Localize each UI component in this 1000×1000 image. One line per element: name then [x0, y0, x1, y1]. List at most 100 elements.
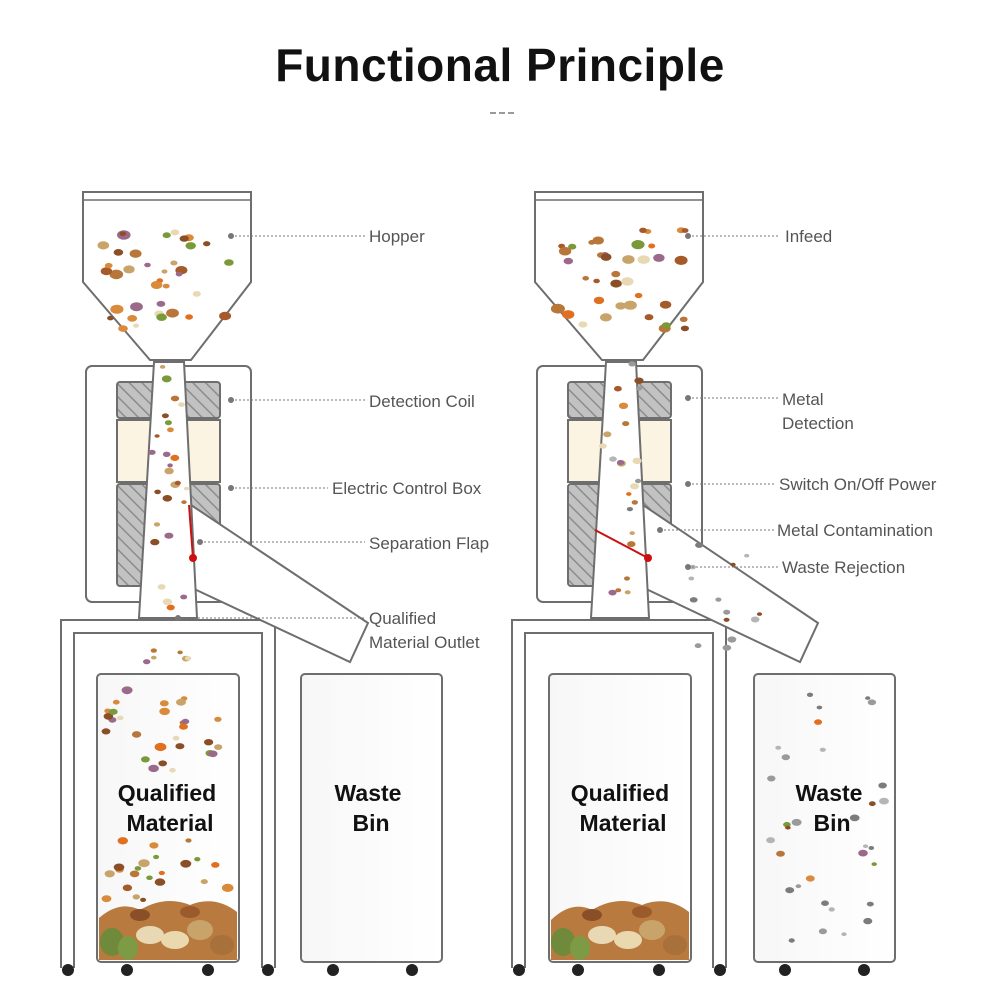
nut-particle [568, 243, 577, 250]
label-control-box: Electric Control Box [332, 479, 482, 498]
nut-particle [110, 304, 124, 314]
nut-particle [599, 443, 607, 449]
nut-particle [588, 240, 596, 245]
contaminant-particle [722, 644, 732, 651]
nut-particle [158, 760, 167, 767]
label-outlet-line2: Material Outlet [369, 633, 480, 652]
drop-tube [137, 361, 199, 619]
wheels [62, 964, 418, 976]
left-qualified-line2: Material [127, 810, 214, 836]
nut-particle [140, 897, 147, 903]
right-waste-line2: Bin [813, 810, 850, 836]
nut-particle [164, 532, 174, 539]
nut-particle [661, 322, 671, 329]
nut-particle [610, 279, 622, 288]
nut-particle [113, 249, 124, 256]
nut-particle [184, 656, 192, 661]
nut-particle [104, 262, 113, 269]
nut-particle [170, 260, 178, 266]
nut-particle [170, 229, 180, 236]
nut-particle [104, 870, 115, 878]
metal-particle [626, 507, 634, 512]
label-switch-power: Switch On/Off Power [779, 475, 937, 494]
nut-particle [614, 385, 622, 392]
metal-particle [879, 797, 889, 805]
nut-particle [221, 883, 234, 893]
nut-particle [582, 276, 589, 281]
nut-particle [679, 316, 688, 322]
metal-particle [841, 932, 847, 937]
nut-particle [154, 742, 167, 752]
contaminant-particle [688, 576, 695, 581]
contaminant-particle [695, 542, 704, 548]
nut-particle [167, 463, 173, 468]
nut-particle [629, 531, 635, 535]
metal-particle [868, 846, 875, 850]
nut-particle [166, 308, 179, 318]
nut-particle [624, 576, 630, 581]
nut-particle [180, 859, 192, 868]
nut-particle [659, 300, 672, 309]
nut-particle [129, 249, 142, 258]
nut-particle [611, 270, 621, 278]
nut-particle [621, 277, 634, 286]
nut-particle [624, 590, 631, 595]
separation-flap [594, 529, 649, 559]
nut-particle [593, 296, 605, 305]
nut-particle [101, 895, 112, 903]
nut-particle [600, 253, 612, 261]
nut-particle [214, 716, 222, 722]
metal-particle [818, 928, 828, 935]
contaminant-particle [730, 562, 736, 567]
nut-particle [185, 242, 196, 250]
nut-particle [148, 764, 159, 773]
nut-particle [169, 767, 176, 773]
metal-particle [781, 754, 790, 761]
nut-particle [622, 255, 635, 264]
nut-particle [156, 300, 166, 307]
label-metal-detection-line1: Metal [782, 390, 824, 409]
nut-particle [153, 522, 161, 527]
nut-particle [161, 375, 172, 383]
nut-particle [175, 743, 185, 750]
nut-particle [159, 365, 166, 369]
nut-particle [618, 402, 629, 409]
nut-particle [616, 459, 625, 466]
right-qualified-line2: Material [580, 810, 667, 836]
nut-particle [129, 870, 140, 878]
qualified-bin [548, 673, 692, 963]
nut-particle [176, 698, 186, 706]
nut-particle [214, 744, 223, 750]
nut-particle [100, 267, 113, 276]
nut-particle [563, 257, 573, 265]
nut-particle [181, 718, 190, 725]
contaminant-particle [689, 597, 698, 603]
metal-particle [849, 814, 860, 822]
nut-particle [608, 589, 617, 596]
nut-particle [615, 302, 626, 310]
nut-particle [631, 500, 638, 505]
nut-particle [592, 236, 604, 245]
nut-particle [653, 253, 665, 262]
drop-tube [589, 361, 651, 619]
nut-particle [181, 500, 187, 504]
nut-particle [144, 262, 151, 268]
nut-particle [127, 315, 138, 322]
contaminant-particle [723, 617, 730, 622]
nut-particle [131, 731, 142, 738]
nut-particle [185, 314, 194, 320]
nut-particle [593, 278, 600, 284]
metal-particle [862, 844, 869, 848]
nut-particle [204, 739, 214, 746]
material-particles [97, 227, 889, 943]
nut-particle [858, 849, 868, 857]
left-waste-line1: Waste [335, 780, 402, 806]
nut-particle [178, 402, 185, 407]
nut-particle [119, 231, 127, 236]
nut-particle [814, 719, 823, 725]
qualified-bin [96, 673, 240, 963]
metal-particle [767, 775, 776, 782]
nut-particle [224, 259, 234, 266]
nut-particle [175, 271, 183, 277]
